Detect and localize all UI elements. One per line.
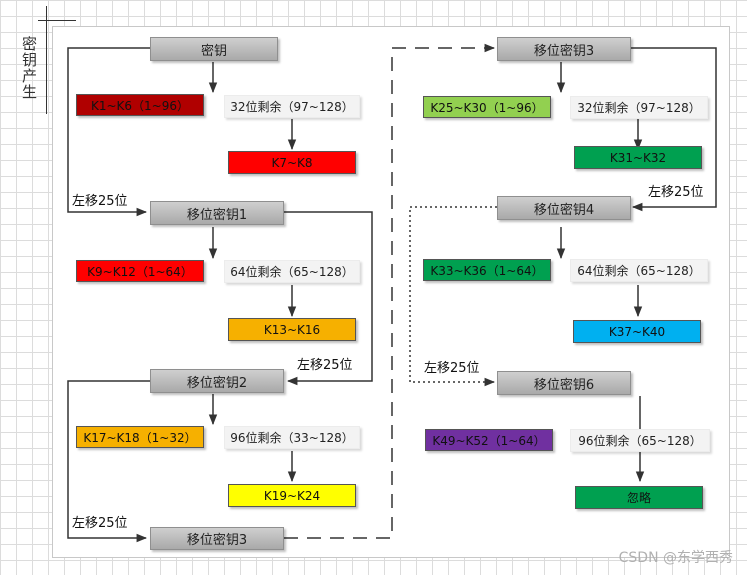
node-k1-k6: K1~K6（1~96） [76, 94, 204, 116]
node-shift-key-3-bottom: 移位密钥3 [150, 527, 284, 550]
node-ignore: 忽略 [575, 486, 703, 509]
node-remainder-65-128-right: 64位剩余（65~128） [570, 259, 708, 282]
node-k33-k36: K33~K36（1~64） [423, 259, 551, 281]
node-remainder-65-128-left: 64位剩余（65~128） [224, 260, 360, 283]
node-shift-key-2: 移位密钥2 [150, 369, 284, 393]
node-k13-k16: K13~K16 [228, 318, 356, 341]
node-k31-k32: K31~K32 [574, 146, 702, 169]
dashed-connector-to-shift3-top [284, 43, 496, 539]
connector-shift1-to-shift2 [284, 211, 373, 386]
connector-shift2-to-shift3 [67, 380, 150, 543]
node-k19-k24: K19~K24 [228, 484, 356, 507]
corner-ruler-horizontal [38, 20, 76, 21]
node-remainder-65-128-bottom: 96位剩余（65~128） [570, 429, 710, 452]
node-k17-k18: K17~K18（1~32） [76, 426, 204, 448]
label-shift-left-25-b: 左移25位 [297, 358, 353, 373]
label-shift-left-25-d: 左移25位 [648, 185, 704, 200]
corner-ruler-vertical [46, 6, 47, 114]
label-shift-left-25-a: 左移25位 [72, 194, 128, 209]
node-shift-key-4: 移位密钥4 [497, 196, 631, 220]
connector-key-to-shift1 [67, 47, 150, 217]
node-shift-key-3-top: 移位密钥3 [497, 37, 631, 61]
node-remainder-97-128-right: 32位剩余（97~128） [570, 96, 708, 119]
watermark: CSDN @东学西秀 [618, 550, 733, 566]
dotted-connector-shift4-to-shift6 [409, 206, 497, 387]
label-shift-left-25-e: 左移25位 [424, 361, 480, 376]
node-k37-k40: K37~K40 [573, 320, 701, 343]
connector-shift3-to-shift4 [631, 47, 717, 212]
node-remainder-33-128: 96位剩余（33~128） [224, 426, 360, 449]
node-shift-key-1: 移位密钥1 [150, 201, 284, 225]
node-k25-k30: K25~K30（1~96） [423, 96, 551, 118]
frame-title: 密钥产生 [20, 36, 38, 100]
node-k7-k8: K7~K8 [228, 151, 356, 174]
node-shift-key-6: 移位密钥6 [497, 371, 631, 395]
label-shift-left-25-c: 左移25位 [72, 516, 128, 531]
node-remainder-97-128-left: 32位剩余（97~128） [224, 95, 360, 118]
node-k9-k12: K9~K12（1~64） [76, 260, 204, 282]
node-key: 密钥 [150, 37, 278, 61]
node-k49-k52: K49~K52（1~64） [425, 429, 553, 451]
